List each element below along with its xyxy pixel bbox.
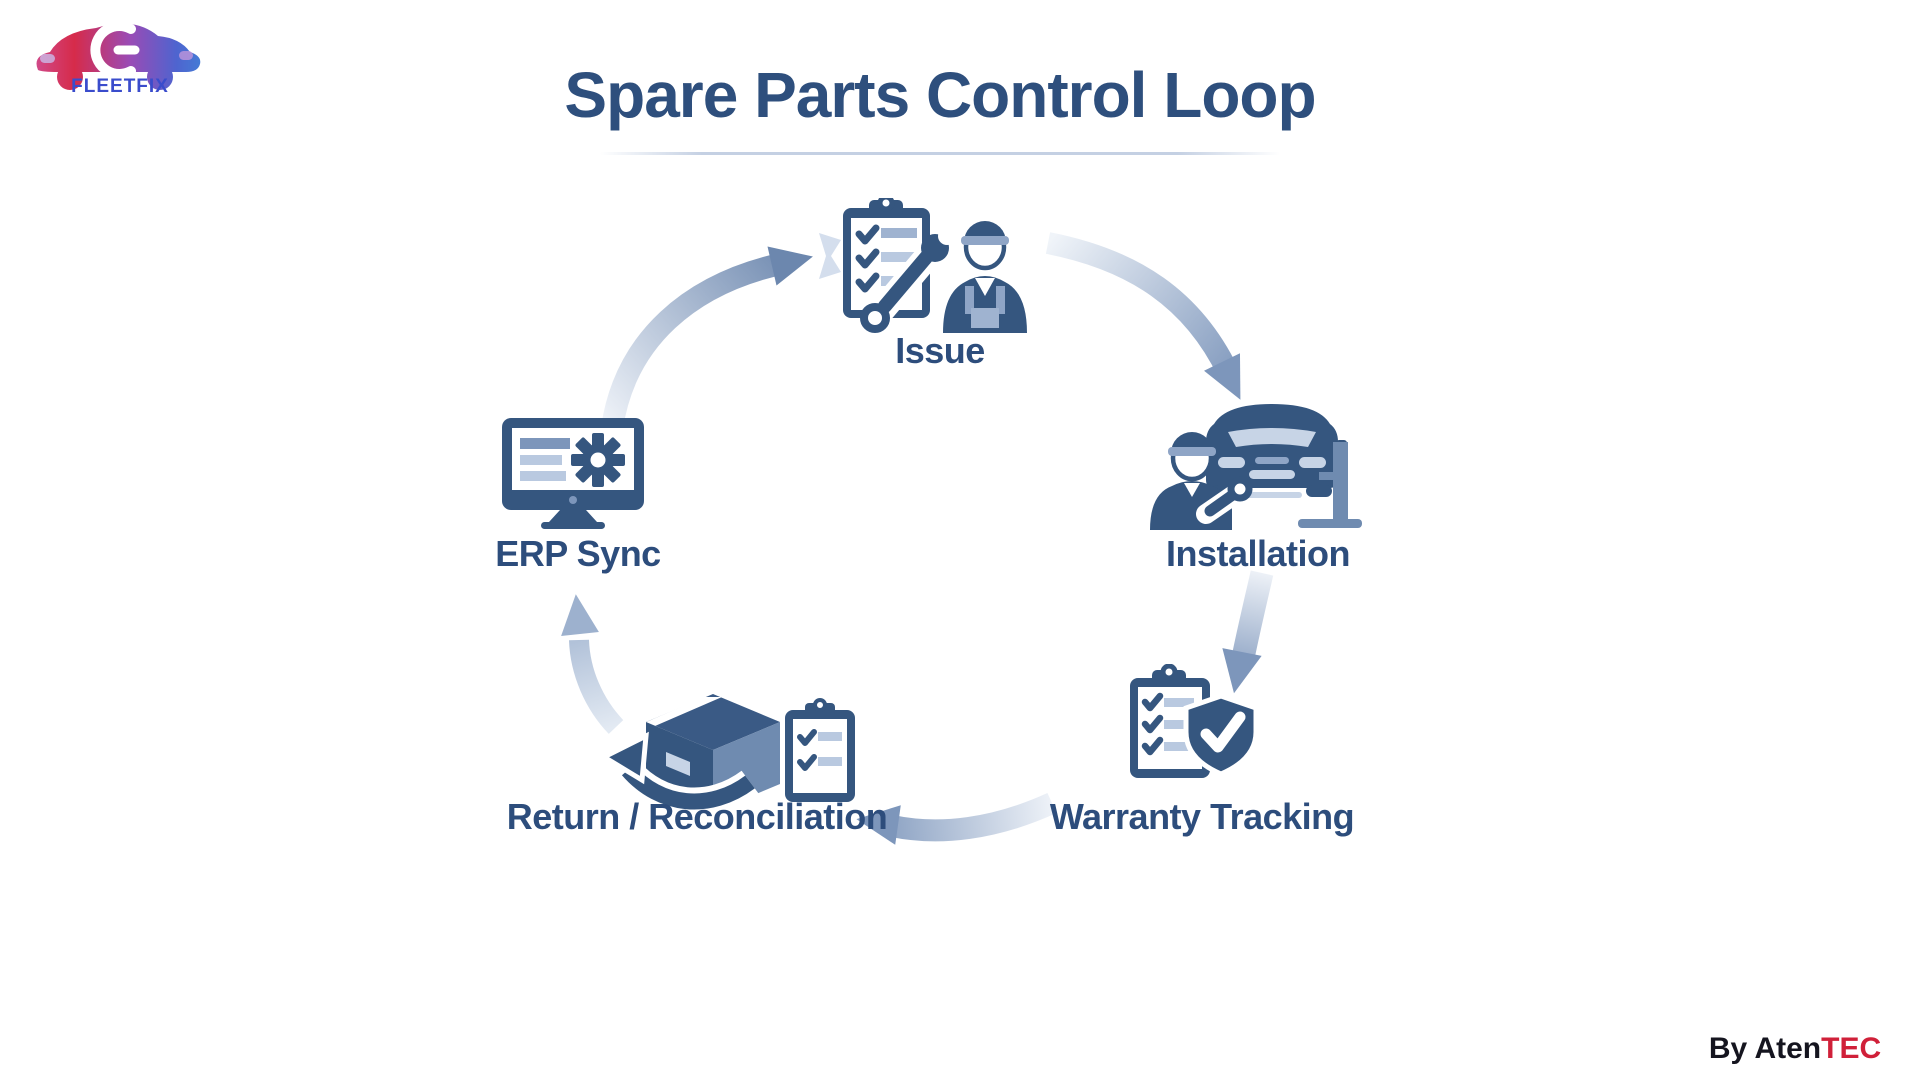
car-on-lift-mechanic-icon [1150, 404, 1362, 530]
node-label-erp-sync: ERP Sync [495, 533, 661, 574]
brand-name: FLEETFIX [71, 76, 169, 97]
shield-check [1183, 693, 1259, 777]
return-arrow [600, 731, 759, 816]
monitor-gear-icon [502, 418, 644, 529]
arrow-issue-to-installation [1045, 232, 1241, 400]
credit-prefix: By Aten [1708, 1032, 1822, 1065]
car-lift-post [1298, 442, 1362, 528]
return-box-arrow-clipboard-icon [600, 694, 855, 816]
page-title: Spare Parts Control Loop [564, 59, 1316, 131]
arrow-erp-to-issue [601, 246, 813, 430]
node-label-warranty-tracking: Warranty Tracking [1049, 796, 1355, 837]
wrench-icon [860, 227, 956, 333]
node-label-return-reconciliation: Return / Reconciliation [506, 796, 888, 837]
title-underline [600, 152, 1280, 155]
clipboard-shield-check-icon [1130, 664, 1259, 778]
car-front [1197, 404, 1347, 498]
fleetfix-logo-car-icon [36, 21, 201, 90]
rear-window [179, 51, 193, 60]
arrow-warranty-to-return [856, 792, 1057, 845]
node-label-issue: Issue [895, 330, 985, 371]
clipboard-checklist-wrench-mechanic-icon [819, 198, 1027, 333]
front-window [40, 54, 55, 63]
arrow-installation-to-warranty [1222, 570, 1274, 694]
mechanic-bust [1150, 432, 1253, 530]
monitor [502, 418, 644, 529]
credit-line: By AtenTEC [1709, 1032, 1881, 1066]
ribbon-chevron [819, 233, 841, 279]
gear-icon [571, 433, 625, 487]
credit-suffix: TEC [1821, 1032, 1882, 1065]
wrench-glyph-icon [90, 21, 140, 79]
arrow-return-to-erp [561, 594, 624, 734]
mechanic-bust [943, 221, 1027, 333]
node-label-installation: Installation [1165, 533, 1351, 574]
mini-clipboard [785, 698, 855, 802]
